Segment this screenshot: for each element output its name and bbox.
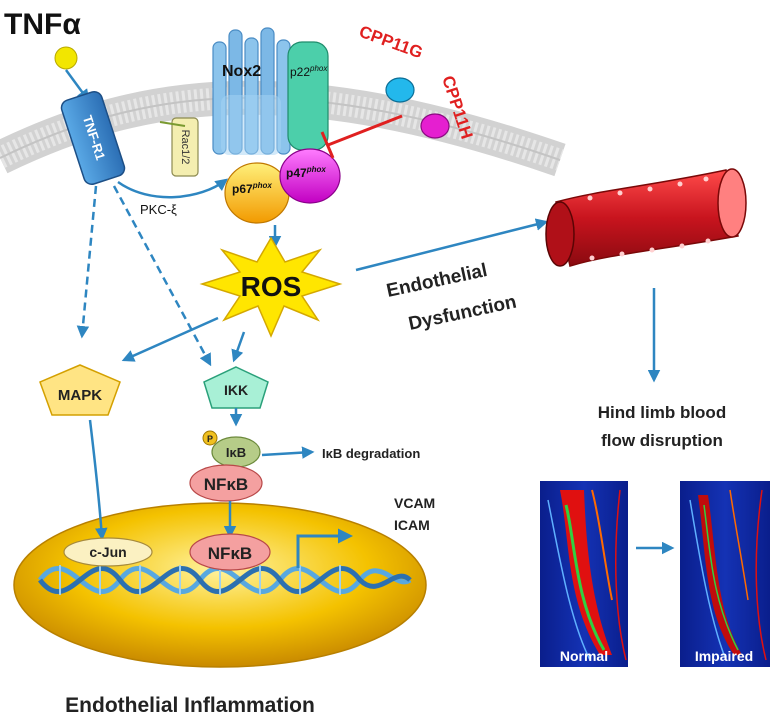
arrow-receptor-p67 <box>117 178 228 199</box>
tnfa-ligand <box>54 46 78 70</box>
phospho-label: P <box>207 434 213 444</box>
perfusion-impaired-label: Impaired <box>695 648 753 664</box>
arrow-ros-ikk <box>231 331 246 363</box>
hindlimb-label-line2: flow disruption <box>601 431 723 450</box>
nox2-complex <box>212 27 291 155</box>
mapk-node <box>39 364 121 416</box>
rac-protein <box>171 117 199 177</box>
cpp11g-label: CPP11G <box>357 22 426 62</box>
hindlimb-label-line1: Hind limb blood <box>598 403 726 422</box>
endothelial-inflammation-title: Endothelial Inflammation <box>65 694 315 717</box>
ikb-label: IκB <box>226 445 246 460</box>
nfkb-protein <box>189 464 263 502</box>
dashed-arrow-receptor-ikk <box>112 185 212 367</box>
cpp11g-molecule <box>385 77 415 103</box>
arrow-ikb-degradation <box>261 446 315 459</box>
vcam-label: VCAM <box>394 495 435 511</box>
arrow-transcription <box>296 528 353 568</box>
inhibition-line <box>327 114 403 147</box>
nfkb-nucleus-protein <box>189 533 271 571</box>
pkc-label: PKC-ξ <box>140 202 177 217</box>
p47phox-protein <box>279 148 341 204</box>
inhibition-bar <box>320 131 335 159</box>
ros-label: ROS <box>241 271 302 302</box>
dashed-arrow-receptor-mapk <box>76 185 98 339</box>
ikk-label: IKK <box>224 382 248 398</box>
arrow-ros-vessel <box>355 218 549 272</box>
phospho-marker <box>202 430 218 446</box>
cjun-protein <box>63 537 153 567</box>
cjun-label: c-Jun <box>89 544 126 560</box>
cpp11h-molecule <box>420 113 450 139</box>
nfkb-label: NFκB <box>204 475 248 494</box>
ros-burst <box>199 236 343 338</box>
icam-label: ICAM <box>394 517 430 533</box>
tnf-r1-receptor <box>60 90 126 186</box>
dysfunction-label-line1: Endothelial <box>385 260 490 302</box>
blood-vessel <box>545 168 747 267</box>
nox2-label: Nox2 <box>222 63 261 80</box>
perfusion-normal-image <box>540 481 628 667</box>
p67phox-label: p67phox <box>232 181 272 196</box>
dysfunction-label-line2: Dysfunction <box>407 292 519 335</box>
tnfa-label: TNFα <box>4 8 81 41</box>
arrow-mapk-cjun <box>88 419 108 541</box>
ikb-degradation-label: IκB degradation <box>322 446 420 461</box>
perfusion-normal-label: Normal <box>560 648 608 664</box>
nfkb-nucleus-label: NFκB <box>208 544 252 563</box>
arrow-ros-mapk <box>121 316 219 362</box>
rac-anchor <box>159 121 186 127</box>
p22phox-label: p22phox <box>290 64 328 79</box>
p47phox-label: p47phox <box>286 165 326 180</box>
rac-label: Rac1/2 <box>179 130 191 165</box>
mapk-label: MAPK <box>58 387 102 404</box>
perfusion-impaired-image <box>680 481 770 667</box>
